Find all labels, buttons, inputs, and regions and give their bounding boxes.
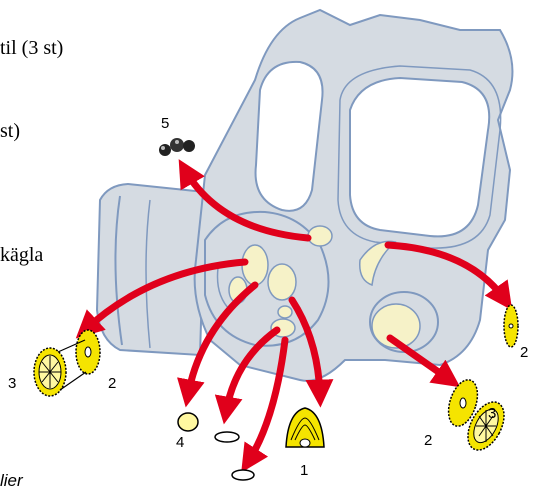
valve-part bbox=[268, 264, 296, 300]
text-fragment-line3: kägla bbox=[0, 244, 43, 267]
right-eyepiece bbox=[350, 78, 489, 236]
label-4: 4 bbox=[176, 434, 184, 451]
valve-part bbox=[278, 306, 292, 318]
label-3-left: 3 bbox=[8, 375, 16, 392]
part-2-right-disc bbox=[504, 305, 518, 347]
left-eyepiece bbox=[256, 62, 323, 211]
part-1-valve-cone bbox=[286, 408, 324, 447]
label-2-right: 2 bbox=[520, 344, 528, 361]
label-3-bottom-right: 3 bbox=[488, 405, 496, 422]
label-5: 5 bbox=[161, 115, 169, 132]
part-4-ring bbox=[178, 413, 198, 431]
text-fragment-line2: st) bbox=[0, 120, 20, 143]
label-1: 1 bbox=[300, 462, 308, 479]
label-2-left: 2 bbox=[108, 375, 116, 392]
text-fragment-line4: lier bbox=[0, 471, 23, 491]
part-2-left-disc bbox=[76, 330, 100, 374]
valve-part bbox=[308, 226, 332, 246]
part-5-cap bbox=[159, 138, 195, 156]
text-fragment-line1: til (3 st) bbox=[0, 37, 63, 60]
label-2-bottom-right: 2 bbox=[424, 432, 432, 449]
